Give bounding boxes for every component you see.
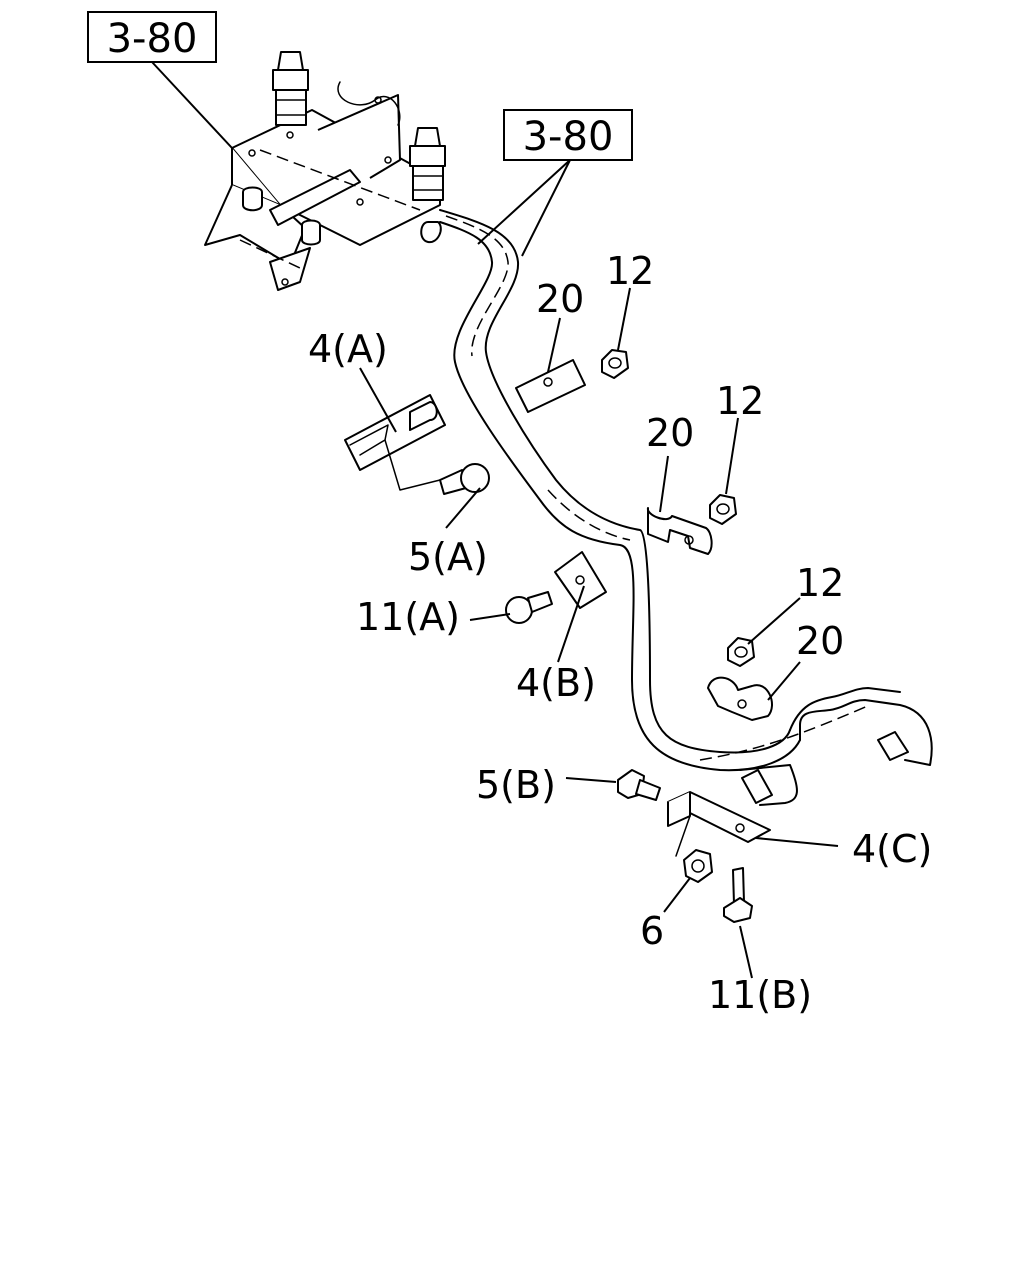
- bracket-assembly: [204, 81, 441, 291]
- bolt-11b: [723, 867, 753, 923]
- leader-line: [659, 455, 669, 513]
- nut-12c: [727, 637, 755, 667]
- valve-left: [272, 51, 309, 126]
- leader-line: [767, 661, 801, 701]
- leader-line: [663, 877, 691, 913]
- leader-line: [747, 597, 801, 645]
- leader-line: [739, 925, 753, 979]
- valve-right: [409, 127, 446, 244]
- callout-4b[interactable]: 4(B): [516, 661, 596, 705]
- callout-20-lower[interactable]: 20: [796, 619, 844, 663]
- callout-20-top[interactable]: 20: [536, 277, 584, 321]
- leader-line: [547, 317, 561, 373]
- callout-12-lower[interactable]: 12: [796, 561, 844, 605]
- bolt-11a: [505, 591, 553, 624]
- clip-20c: [707, 676, 773, 721]
- callout-4c[interactable]: 4(C): [852, 827, 932, 871]
- callout-6[interactable]: 6: [640, 909, 664, 953]
- reference-box-top-left[interactable]: 3-80: [87, 11, 217, 63]
- bracket-4c: [667, 791, 771, 857]
- clip-20b: [647, 507, 713, 555]
- leader-line: [359, 367, 397, 433]
- callout-12-top[interactable]: 12: [606, 249, 654, 293]
- nut-6: [683, 849, 713, 883]
- reference-label: 3-80: [107, 16, 198, 62]
- leader-line: [755, 837, 839, 847]
- callout-5a[interactable]: 5(A): [408, 535, 488, 579]
- nut-12b: [709, 494, 737, 525]
- leader-line: [617, 287, 631, 351]
- leader-line: [557, 585, 585, 663]
- leader-line: [565, 777, 617, 783]
- callout-4a[interactable]: 4(A): [308, 327, 388, 371]
- callout-11b[interactable]: 11(B): [708, 973, 812, 1017]
- callout-11a[interactable]: 11(A): [356, 595, 460, 639]
- reference-label: 3-80: [523, 114, 614, 160]
- leader-line: [521, 159, 571, 257]
- callout-20-middle[interactable]: 20: [646, 411, 694, 455]
- plate-4b: [554, 551, 607, 609]
- bolt-5b: [617, 769, 661, 801]
- bolt-5a: [439, 463, 490, 495]
- reference-box-mid[interactable]: 3-80: [503, 109, 633, 161]
- leader-line: [477, 159, 571, 245]
- callout-5b[interactable]: 5(B): [476, 763, 556, 807]
- clip-20a: [515, 359, 586, 413]
- nut-12a: [601, 349, 629, 379]
- bracket-4a: [344, 394, 446, 491]
- leader-line: [469, 613, 511, 621]
- brake-pipe: [439, 209, 933, 806]
- leader-line: [725, 417, 739, 495]
- callout-12-middle[interactable]: 12: [716, 379, 764, 423]
- leader-line: [151, 61, 233, 149]
- leader-line: [445, 487, 481, 529]
